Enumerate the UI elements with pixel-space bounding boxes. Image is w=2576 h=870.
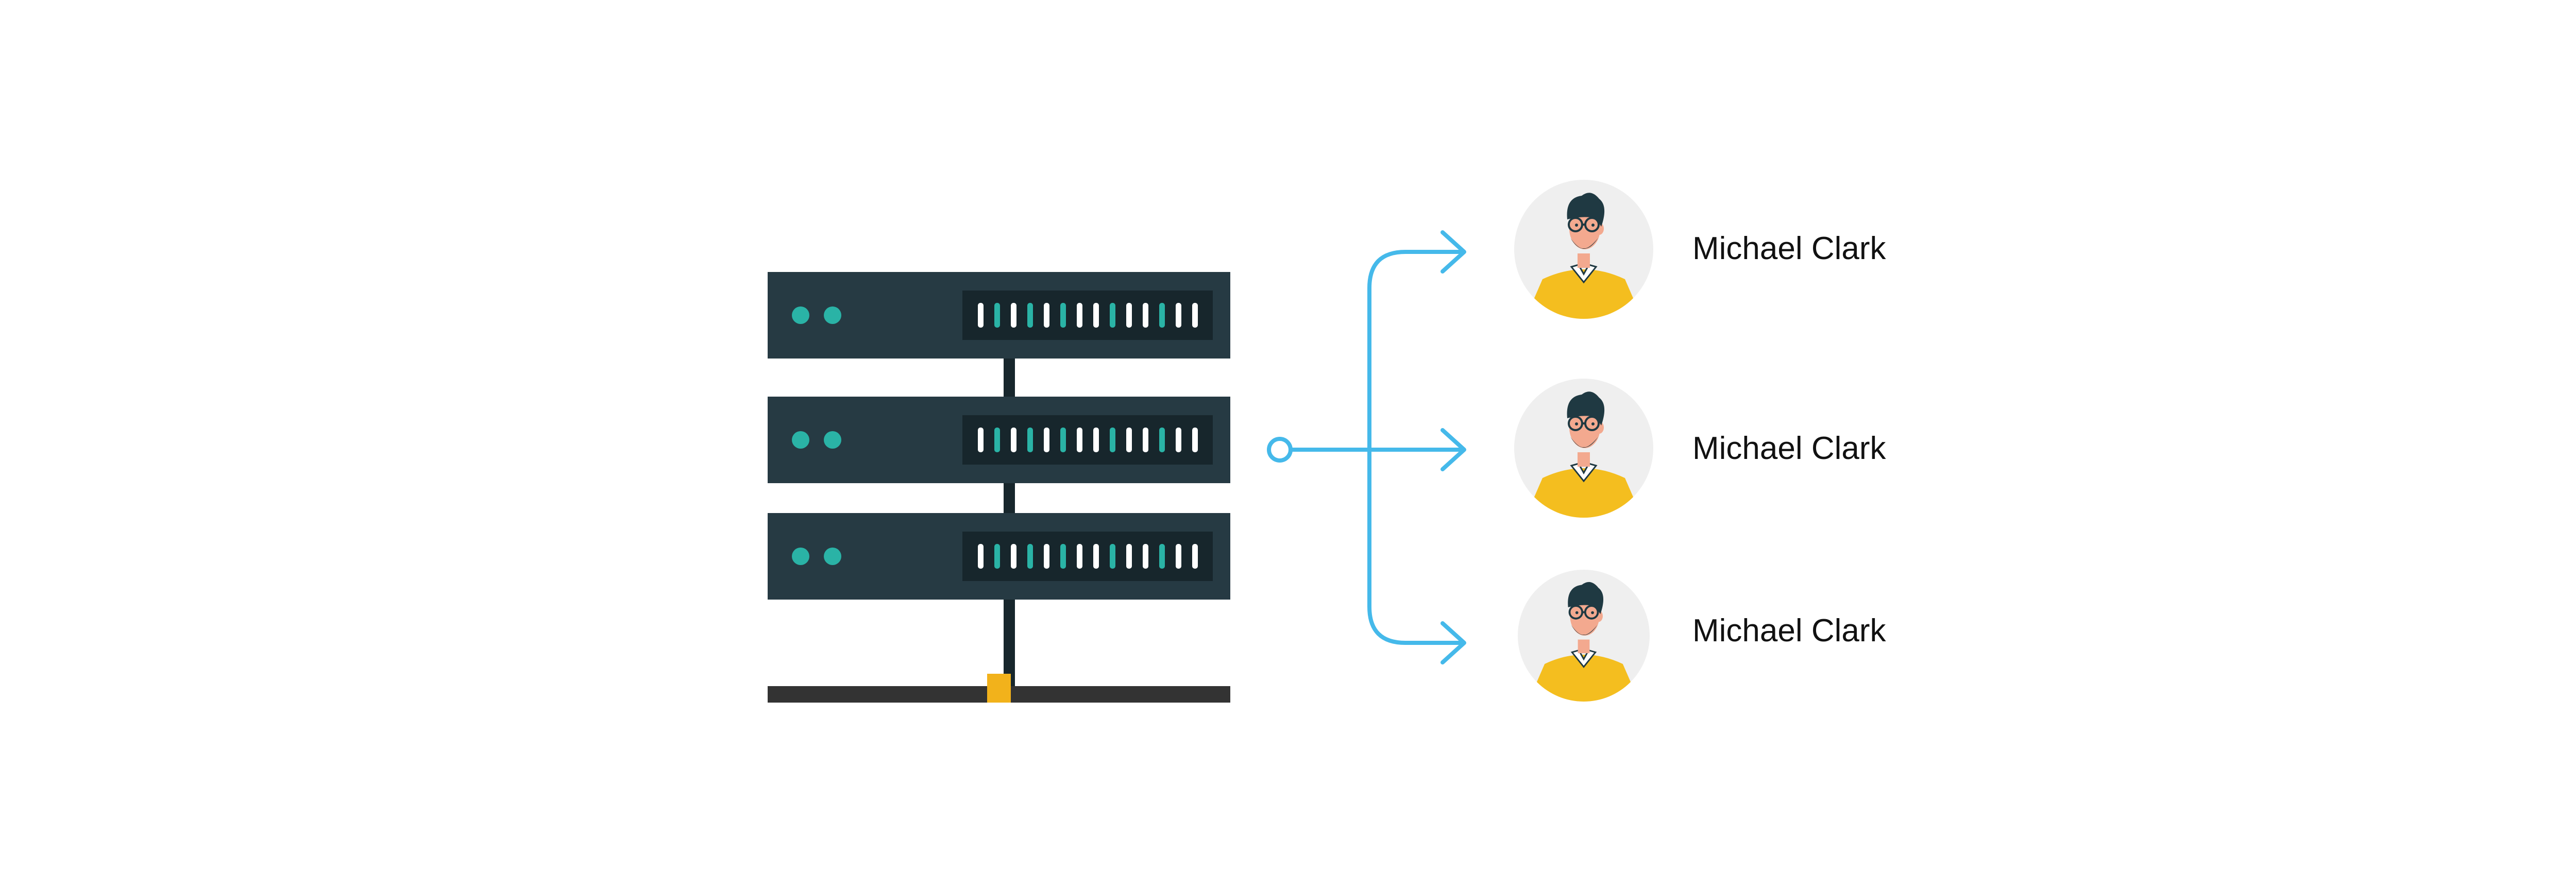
branching-arrow-icon — [1267, 230, 1466, 664]
connector-branch — [1367, 250, 1464, 645]
user-name-1: Michael Clark — [1692, 231, 1886, 266]
status-led — [824, 431, 841, 449]
user-avatar-icon — [1514, 180, 1653, 319]
drive-panel — [962, 415, 1213, 465]
user-avatar-icon — [1514, 379, 1653, 518]
drive-slot — [1093, 303, 1099, 328]
neck — [1578, 452, 1590, 467]
drive-slot — [1110, 544, 1115, 569]
status-led — [792, 548, 809, 565]
drive-slot — [1192, 544, 1198, 569]
drive-slot — [1027, 544, 1033, 569]
eye-left — [1575, 422, 1578, 425]
hair — [1567, 391, 1605, 425]
eye-right — [1591, 611, 1594, 615]
drive-slot — [1044, 428, 1049, 452]
beard — [1570, 238, 1598, 249]
drive-panel — [962, 291, 1213, 340]
arrowhead-2 — [1440, 428, 1466, 471]
server-unit — [768, 397, 1230, 483]
drive-slot — [1110, 303, 1115, 328]
user-name-3: Michael Clark — [1692, 613, 1886, 649]
drive-slot — [978, 303, 984, 328]
drive-slot — [1077, 303, 1082, 328]
drive-slot — [1027, 303, 1033, 328]
server-unit — [768, 272, 1230, 359]
drive-slot — [1192, 303, 1198, 328]
drive-slot — [994, 303, 1000, 328]
drive-slot — [1192, 428, 1198, 452]
neck — [1578, 253, 1590, 268]
drive-slot — [1159, 428, 1165, 452]
drive-slot — [1011, 428, 1016, 452]
drive-slot — [1077, 544, 1082, 569]
drive-slot — [994, 428, 1000, 452]
drive-slot — [1060, 428, 1066, 452]
drive-slot — [1176, 303, 1181, 328]
beard — [1571, 625, 1598, 636]
drive-slot — [1159, 544, 1165, 569]
connection-origin — [1267, 437, 1293, 463]
hair — [1567, 193, 1605, 227]
drive-slot — [1044, 544, 1049, 569]
rack-connector — [987, 674, 1011, 703]
neck — [1578, 639, 1590, 654]
drive-slot — [1159, 303, 1165, 328]
drive-slot — [1011, 303, 1016, 328]
drive-slot — [1110, 428, 1115, 452]
status-led — [824, 548, 841, 565]
drive-slot — [1093, 544, 1099, 569]
drive-slot — [994, 544, 1000, 569]
user-name-2: Michael Clark — [1692, 431, 1886, 466]
drive-panel — [962, 532, 1213, 581]
drive-slot — [978, 428, 984, 452]
eye-left — [1575, 224, 1578, 227]
drive-slot — [1093, 428, 1099, 452]
drive-slot — [1027, 428, 1033, 452]
eye-left — [1575, 611, 1579, 615]
drive-slot — [1126, 428, 1132, 452]
eye-right — [1591, 224, 1595, 227]
drive-slot — [1077, 428, 1082, 452]
drive-slot — [1143, 428, 1148, 452]
server-unit — [768, 513, 1230, 600]
drive-slot — [1143, 303, 1148, 328]
status-led — [792, 431, 809, 449]
drive-slot — [1126, 544, 1132, 569]
arrowhead-3 — [1440, 621, 1466, 664]
drive-slot — [1176, 428, 1181, 452]
status-led — [792, 306, 809, 324]
server-rack-icon — [768, 272, 1230, 703]
hair — [1568, 582, 1604, 615]
eye-right — [1591, 422, 1595, 425]
drive-slot — [1176, 544, 1181, 569]
arrowhead-1 — [1440, 230, 1466, 274]
drive-slot — [1126, 303, 1132, 328]
drive-slot — [1044, 303, 1049, 328]
drive-slot — [1060, 544, 1066, 569]
drive-slot — [1011, 544, 1016, 569]
status-led — [824, 306, 841, 324]
drive-slot — [1143, 544, 1148, 569]
user-avatar-icon — [1518, 570, 1650, 702]
drive-slot — [978, 544, 984, 569]
drive-slot — [1060, 303, 1066, 328]
beard — [1570, 437, 1598, 448]
